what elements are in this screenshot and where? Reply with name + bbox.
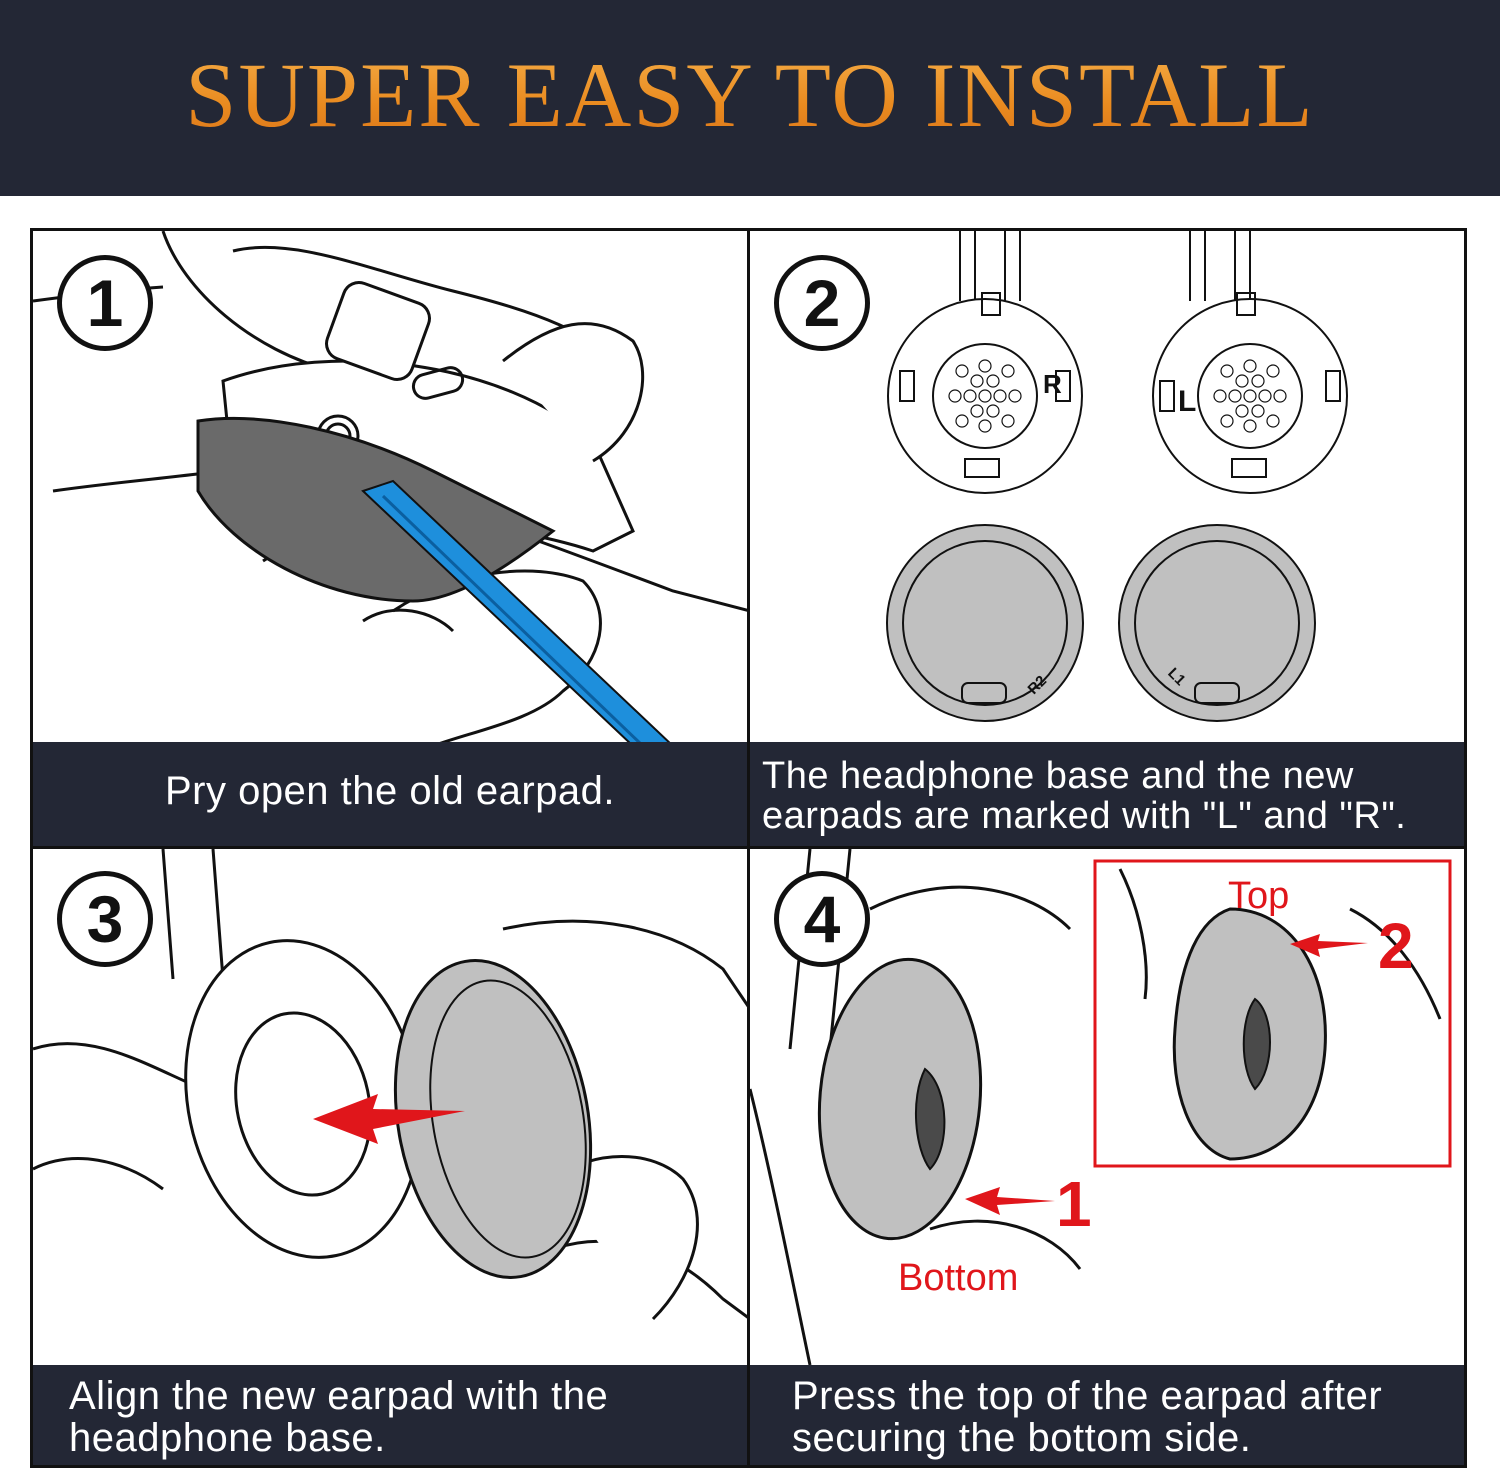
step-1-caption-text: Pry open the old earpad. (33, 770, 747, 812)
step-4-caption-text: Press the top of the earpad after securi… (792, 1375, 1382, 1459)
step-4-number: 4 (803, 882, 841, 956)
step-3-number-badge: 3 (57, 871, 153, 967)
step-3-caption-line-2: headphone base. (69, 1416, 386, 1460)
step-4-arrow-1-number: 1 (1056, 1168, 1092, 1240)
step-4-caption-line-1: Press the top of the earpad after (792, 1374, 1383, 1418)
step-1-panel: 1 Pry open the old earpad. (33, 231, 750, 849)
step-2-number: 2 (803, 266, 841, 340)
steps-grid: 1 Pry open the old earpad. (30, 228, 1467, 1468)
step-4-arrow-2-number: 2 (1378, 910, 1414, 982)
step-3-caption-line-1: Align the new earpad with the (69, 1374, 609, 1418)
step-4-caption-line-2: securing the bottom side. (792, 1416, 1252, 1460)
step-3-caption-text: Align the new earpad with the headphone … (69, 1375, 608, 1459)
step-3-number: 3 (86, 882, 124, 956)
right-base-marker: R (1043, 369, 1062, 399)
speaker-grille-holes (948, 359, 1287, 433)
step-1-number-badge: 1 (57, 255, 153, 351)
step-3-illustration (33, 849, 747, 1321)
step-4-caption: Press the top of the earpad after securi… (750, 1365, 1464, 1465)
step-2-caption-text: The headphone base and the new earpads a… (762, 756, 1406, 836)
header-banner: SUPER EASY TO INSTALL (0, 0, 1500, 196)
step-3-caption: Align the new earpad with the headphone … (33, 1365, 747, 1465)
step-1-illustration (33, 231, 747, 746)
step-2-illustration: R L R2 L1 (886, 231, 1348, 722)
step-4-illustration (750, 849, 1452, 1365)
step-2-caption-line-2: earpads are marked with "L" and "R". (762, 795, 1407, 837)
page-title: SUPER EASY TO INSTALL (185, 44, 1315, 146)
step-4-panel: Top 2 1 Bottom 4 Press the top of the ea… (750, 849, 1464, 1465)
step-1-number: 1 (86, 266, 124, 340)
step-2-panel: R L R2 L1 2 The headphone base and the n… (750, 231, 1464, 849)
top-label: Top (1228, 875, 1290, 917)
step-1-caption-line-1: Pry open the old earpad. (164, 769, 616, 813)
bottom-label: Bottom (898, 1257, 1019, 1299)
step-2-caption: The headphone base and the new earpads a… (750, 742, 1464, 846)
step-2-number-badge: 2 (774, 255, 870, 351)
left-base-marker: L (1178, 385, 1196, 418)
step-2-caption-line-1: The headphone base and the new (762, 755, 1354, 797)
step-1-caption: Pry open the old earpad. (33, 742, 747, 846)
step-3-panel: 3 Align the new earpad with the headphon… (33, 849, 750, 1465)
step-4-number-badge: 4 (774, 871, 870, 967)
